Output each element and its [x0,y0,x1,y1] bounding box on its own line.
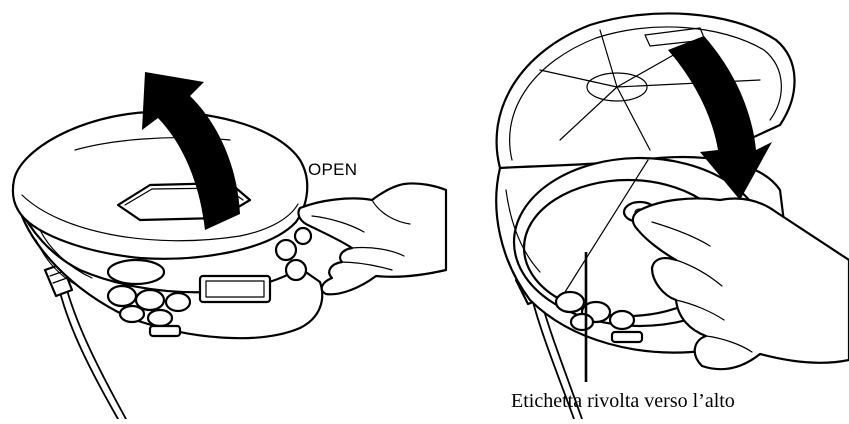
left-hand-icon [298,183,446,294]
left-cd-player [13,112,322,419]
label-callout-text: Etichetta rivolta verso l’alto [511,390,735,413]
open-button-label: OPEN [308,160,357,180]
